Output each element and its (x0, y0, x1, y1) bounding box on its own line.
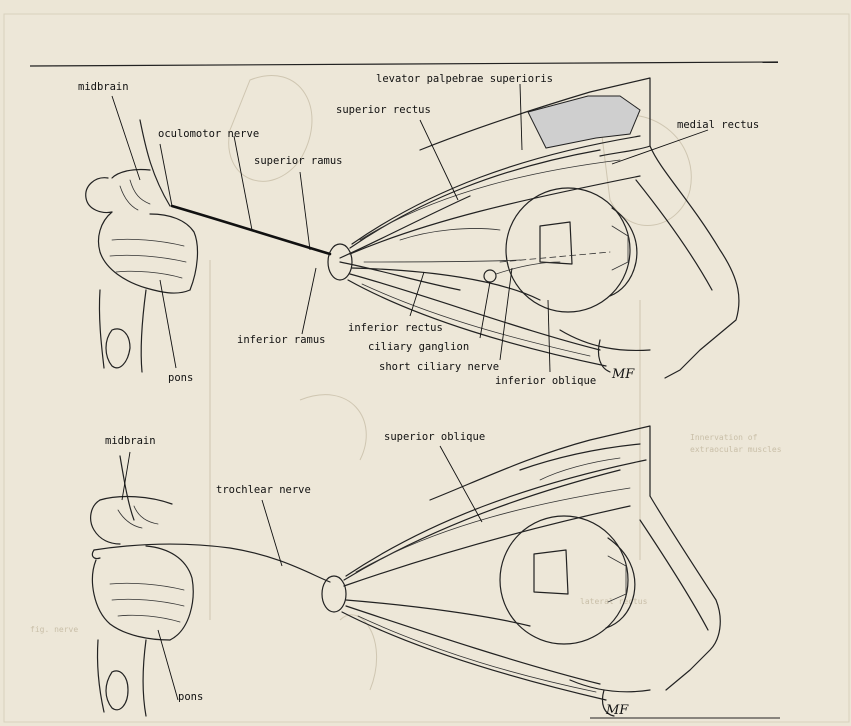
label-oculomotor-nerve: oculomotor nerve (158, 128, 259, 140)
svg-text:extraocular muscles: extraocular muscles (690, 445, 782, 454)
label-superior-ramus: superior ramus (254, 155, 343, 167)
label-inferior-ramus: inferior ramus (237, 334, 326, 346)
label-inferior-oblique: inferior oblique (495, 375, 596, 387)
artist-signature-bottom: MF (605, 703, 629, 718)
artist-signature-top: MF (611, 367, 635, 382)
label-short-ciliary-nerve: short ciliary nerve (379, 361, 499, 373)
svg-text:lateral rectus: lateral rectus (580, 597, 648, 606)
label-medial-rectus: medial rectus (677, 119, 759, 131)
label-inferior-rectus: inferior rectus (348, 322, 443, 334)
label-pons-bottom: pons (178, 691, 203, 703)
svg-text:fig. nerve: fig. nerve (30, 625, 78, 634)
label-ciliary-ganglion: ciliary ganglion (368, 341, 469, 353)
label-superior-oblique: superior oblique (384, 431, 485, 443)
svg-text:Innervation of: Innervation of (690, 433, 758, 442)
label-levator-palpebrae: levator palpebrae superioris (376, 73, 553, 85)
label-superior-rectus: superior rectus (336, 104, 431, 116)
label-trochlear-nerve: trochlear nerve (216, 484, 311, 496)
label-midbrain-bottom: midbrain (105, 435, 156, 447)
label-midbrain-top: midbrain (78, 81, 129, 93)
label-pons-top: pons (168, 372, 193, 384)
